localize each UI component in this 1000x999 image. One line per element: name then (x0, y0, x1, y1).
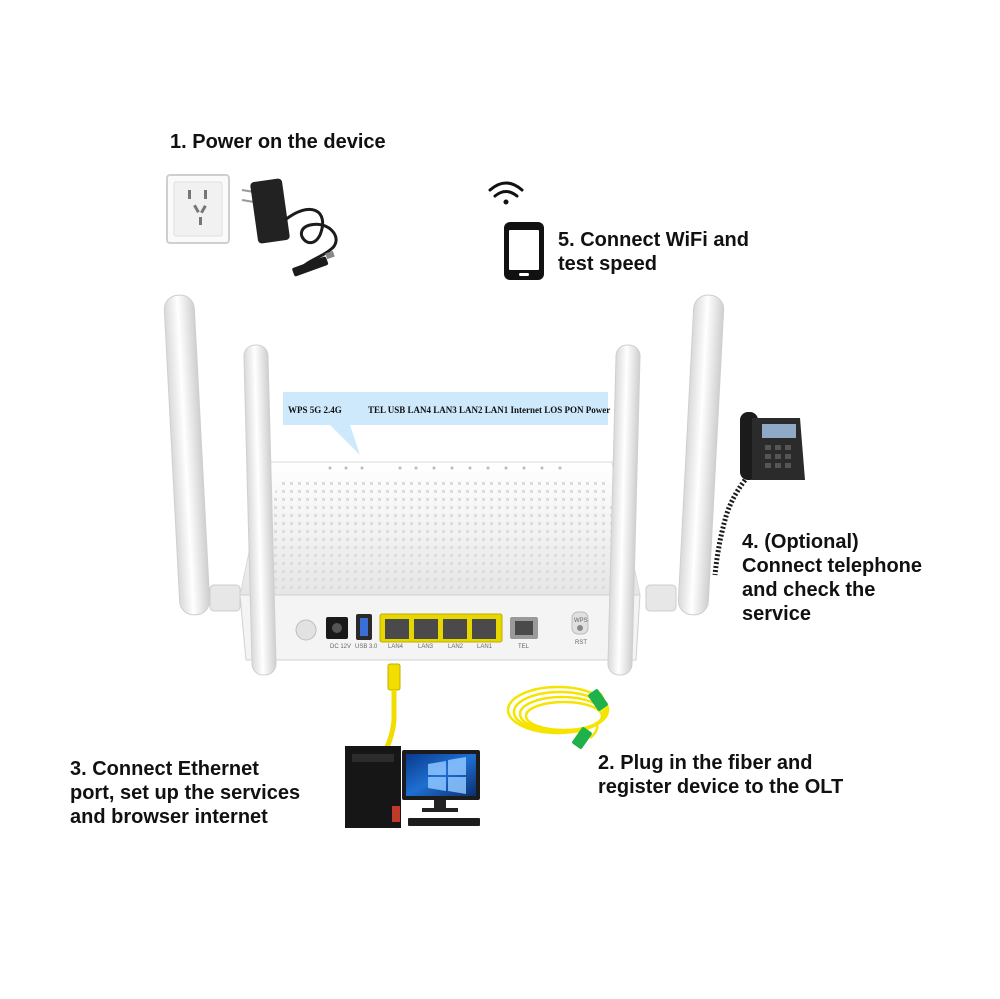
step-2-label: 2. Plug in the fiber and register device… (598, 751, 843, 799)
step-3-line-2: port, set up the services (70, 782, 301, 804)
port-label-lan4: LAN4 (388, 644, 404, 650)
step-3-line-1: 3. Connect Ethernet (70, 758, 259, 780)
power-outlet-icon (166, 174, 230, 244)
port-label-tel: TEL (518, 644, 530, 650)
port-label-lan2: LAN2 (448, 644, 464, 650)
wifi-icon (488, 181, 524, 205)
port-label-usb: USB 3.0 (355, 644, 378, 650)
port-label-dc: DC 12V (330, 644, 351, 650)
desktop-computer-icon (345, 746, 480, 828)
step-2-line-1: 2. Plug in the fiber and (598, 752, 813, 774)
fiber-cable-icon (506, 685, 610, 739)
port-label-wps: WPS (574, 618, 588, 624)
top-indicator-row (328, 466, 562, 470)
router-icon: DC 12V USB 3.0 LAN4 LAN3 LAN2 LAN1 TEL W… (163, 294, 725, 676)
step-3-line-3: and browser internet (70, 806, 268, 828)
step-4-line-4: service (742, 603, 811, 625)
step-4-line-1: 4. (Optional) (742, 531, 859, 553)
step-4-line-3: and check the (742, 579, 876, 601)
step-5-line-2: test speed (558, 253, 657, 275)
port-label-lan1: LAN1 (477, 644, 493, 650)
step-4-line-2: Connect telephone (742, 555, 923, 577)
port-label-rst: RST (575, 640, 587, 646)
banner-left-text: WPS 5G 2.4G (288, 405, 342, 415)
step-5-label: 5. Connect WiFi and test speed (558, 228, 749, 276)
port-label-lan3: LAN3 (418, 644, 434, 650)
power-adapter-icon (241, 178, 338, 277)
step-4-label: 4. (Optional) Connect telephone and chec… (742, 530, 922, 626)
step-3-label: 3. Connect Ethernet port, set up the ser… (70, 757, 300, 829)
smartphone-icon (504, 222, 544, 280)
step-1-text: 1. Power on the device (170, 131, 386, 153)
banner-right-text: TEL USB LAN4 LAN3 LAN2 LAN1 Internet LOS… (368, 405, 610, 415)
fiber-connector-top (588, 689, 608, 711)
ethernet-cable (381, 663, 401, 754)
step-2-line-2: register device to the OLT (598, 776, 844, 798)
step-5-line-1: 5. Connect WiFi and (558, 229, 749, 251)
fiber-connector-bottom (572, 727, 592, 749)
step-1-label: 1. Power on the device (170, 130, 386, 154)
indicator-banner: WPS 5G 2.4G TEL USB LAN4 LAN3 LAN2 LAN1 … (283, 392, 610, 455)
